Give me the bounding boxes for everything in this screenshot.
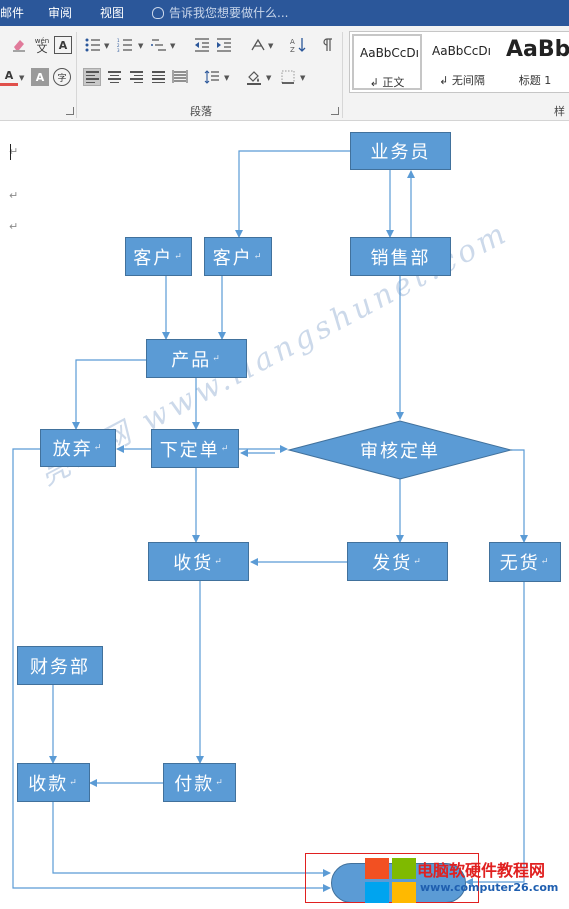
increase-indent-icon[interactable] (215, 36, 233, 54)
ribbon-tab-bar: 邮件 审阅 视图 告诉我您想要做什么... (0, 0, 569, 26)
chevron-down-icon[interactable]: ▼ (170, 42, 176, 50)
decrease-indent-icon[interactable] (193, 36, 211, 54)
styles-group-label: 样 (554, 105, 565, 118)
paragraph-group-label: 段落 (190, 105, 212, 118)
style-no-spacing[interactable]: AaBbCcDı ↲ 无间隔 (432, 44, 491, 87)
node-salesman: 业务员 (350, 132, 451, 170)
chevron-down-icon[interactable]: ▼ (19, 74, 25, 82)
align-left-button[interactable] (83, 68, 101, 86)
align-right-button[interactable] (127, 68, 145, 86)
tab-view[interactable]: 视图 (100, 6, 125, 20)
svg-text:3: 3 (117, 48, 120, 52)
shading-icon[interactable] (245, 68, 263, 86)
paragraph-mark: ↵ (9, 189, 19, 202)
connector-review-outofstock (511, 449, 528, 543)
align-center-button[interactable] (105, 68, 123, 86)
chevron-down-icon[interactable]: ▼ (104, 42, 110, 50)
clear-formatting-icon[interactable] (10, 36, 28, 54)
phonetic-guide-button[interactable]: wén 文 (34, 37, 50, 55)
style-normal[interactable]: AaBbCcDı ↲ 正文 (352, 34, 422, 90)
paragraph-mark: ↵ (9, 220, 19, 233)
svg-text:A: A (290, 38, 295, 46)
connector-abandon-end (12, 448, 331, 892)
styles-gallery: AaBbCcDı ↲ 正文 AaBbCcDı ↲ 无间隔 AaBb 标题 1 (349, 31, 569, 93)
character-border-button[interactable]: A (54, 36, 72, 54)
lightbulb-icon (152, 7, 164, 19)
chevron-down-icon[interactable]: ▼ (224, 74, 230, 82)
bullets-icon[interactable] (84, 36, 102, 54)
show-formatting-marks-icon[interactable] (318, 36, 336, 54)
node-ship-goods: 发货↵ (347, 542, 448, 581)
site-logo-name: 电脑软硬件教程网 (417, 861, 546, 880)
justify-button[interactable] (149, 68, 167, 86)
node-receive-goods: 收货↵ (148, 542, 249, 581)
chevron-down-icon[interactable]: ▼ (268, 42, 274, 50)
connector-collect-end (52, 802, 331, 877)
group-separator (342, 32, 343, 118)
node-place-order: 下定单↵ (151, 429, 239, 468)
node-customer-1: 客户↵ (125, 237, 192, 276)
node-product: 产品↵ (146, 339, 247, 378)
borders-icon[interactable] (279, 68, 297, 86)
style-heading-1[interactable]: AaBb 标题 1 (506, 37, 569, 87)
node-out-of-stock: 无货↵ (489, 542, 561, 582)
group-separator (76, 32, 77, 118)
document-page[interactable] (0, 121, 569, 909)
node-payment: 付款↵ (163, 763, 236, 802)
paragraph-mark: ↵ (9, 145, 19, 158)
site-logo-url: www.computer26.com (420, 881, 559, 894)
text-cursor (10, 144, 11, 160)
line-spacing-icon[interactable] (203, 68, 221, 86)
chevron-down-icon[interactable]: ▼ (300, 74, 306, 82)
paragraph-dialog-launcher-icon[interactable] (331, 107, 339, 115)
node-customer-2: 客户↵ (204, 237, 272, 276)
tab-mailings[interactable]: 邮件 (0, 6, 25, 20)
svg-text:2: 2 (117, 43, 120, 48)
node-collect-payment: 收款↵ (17, 763, 90, 802)
font-dialog-launcher-icon[interactable] (66, 107, 74, 115)
chevron-down-icon[interactable]: ▼ (266, 74, 272, 82)
multilevel-list-icon[interactable] (150, 36, 168, 54)
connector-outofstock-end (465, 582, 525, 886)
node-finance-dept: 财务部 (17, 646, 103, 685)
tell-me-search[interactable]: 告诉我您想要做什么... (152, 4, 288, 21)
distributed-button[interactable] (171, 68, 189, 86)
chevron-down-icon[interactable]: ▼ (138, 42, 144, 50)
windows-logo-icon (365, 858, 417, 904)
enclose-characters-button[interactable]: 字 (53, 68, 71, 86)
review-order-diamond (287, 420, 513, 480)
connector-salesman-customer (235, 150, 350, 238)
node-sales-dept: 销售部 (350, 237, 451, 276)
connector-product-abandon (72, 359, 146, 430)
tab-review[interactable]: 审阅 (48, 6, 73, 20)
node-abandon: 放弃↵ (40, 429, 116, 467)
character-shading-button[interactable]: A (31, 68, 49, 86)
svg-text:Z: Z (290, 46, 295, 53)
asian-layout-icon[interactable] (249, 36, 267, 54)
svg-text:1: 1 (117, 38, 120, 43)
node-review-order-label: 审核定单 (360, 441, 440, 462)
font-color-button[interactable]: A (0, 68, 18, 86)
